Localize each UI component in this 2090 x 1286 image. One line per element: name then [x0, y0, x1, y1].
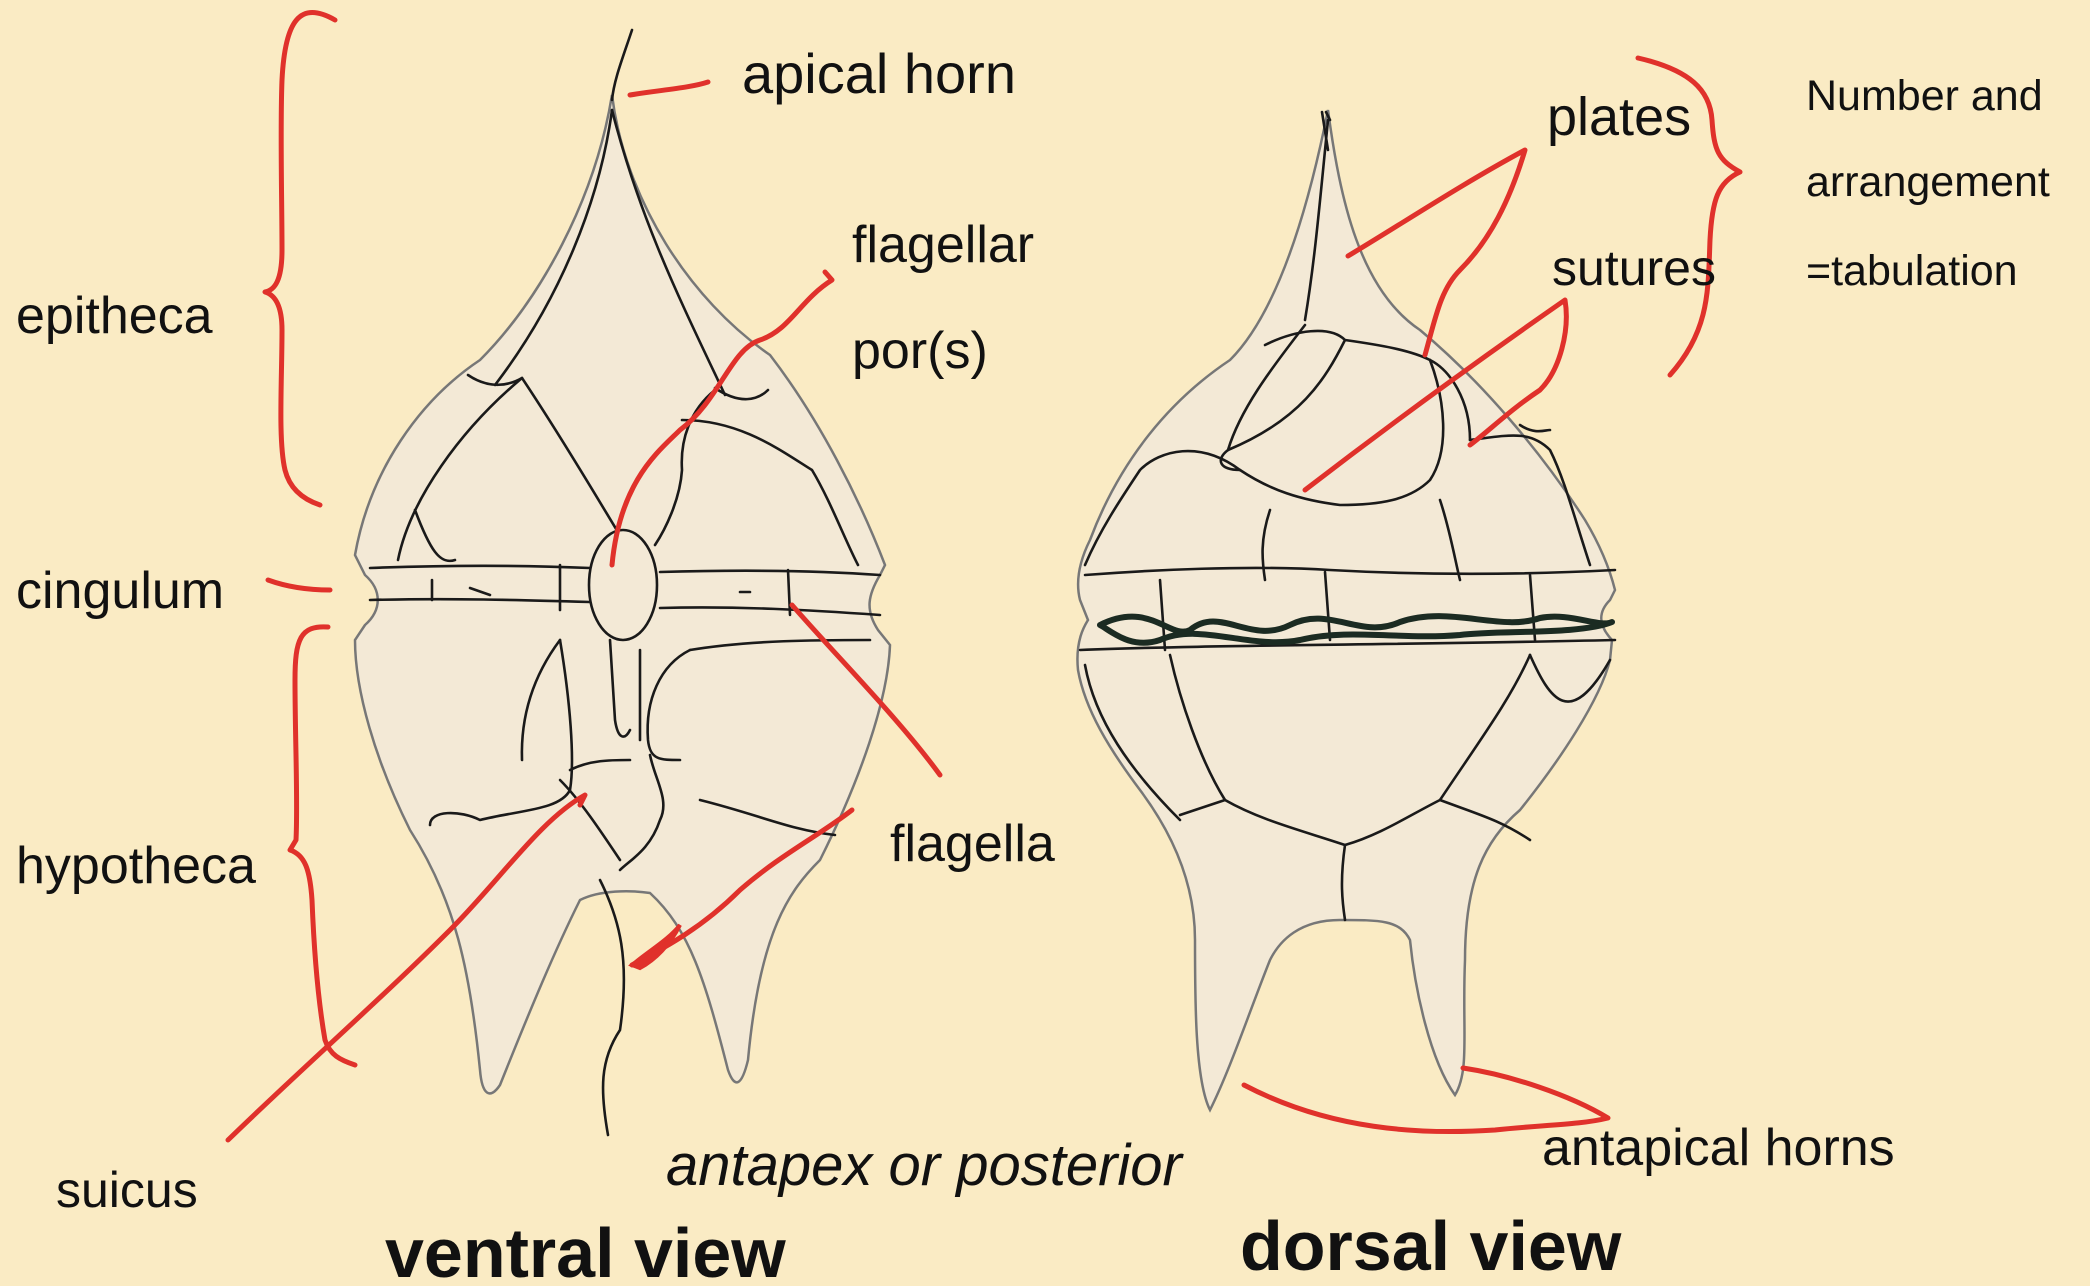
label-antapex: antapex or posterior	[666, 1133, 1185, 1198]
label-flagella: flagella	[890, 815, 1055, 873]
cingulum-pointer	[268, 580, 330, 590]
label-flagellar: flagellar	[852, 216, 1034, 274]
label-pores: por(s)	[852, 322, 988, 380]
label-epitheca: epitheca	[16, 287, 213, 345]
label-sulcus: suicus	[56, 1162, 198, 1218]
epitheca-brace	[265, 13, 335, 506]
label-cingulum: cingulum	[16, 562, 224, 620]
label-tabulation: =tabulation	[1806, 247, 2018, 295]
label-sutures: sutures	[1552, 240, 1716, 296]
label-hypotheca: hypotheca	[16, 837, 256, 895]
label-apical-horn: apical horn	[742, 42, 1016, 105]
label-arrangement: arrangement	[1806, 158, 2050, 206]
label-plates: plates	[1547, 87, 1691, 147]
apical-horn-pointer	[630, 82, 708, 95]
ventral-view-cell	[355, 30, 890, 1135]
label-number-and: Number and	[1806, 72, 2043, 120]
label-ventral-view: ventral view	[385, 1214, 786, 1286]
hypotheca-brace	[290, 627, 355, 1065]
dorsal-view-cell	[1077, 110, 1615, 1110]
text-labels: apical horn flagellar por(s) epitheca ci…	[16, 42, 2050, 1286]
label-antapical-horns: antapical horns	[1542, 1119, 1895, 1177]
label-dorsal-view: dorsal view	[1240, 1207, 1622, 1285]
